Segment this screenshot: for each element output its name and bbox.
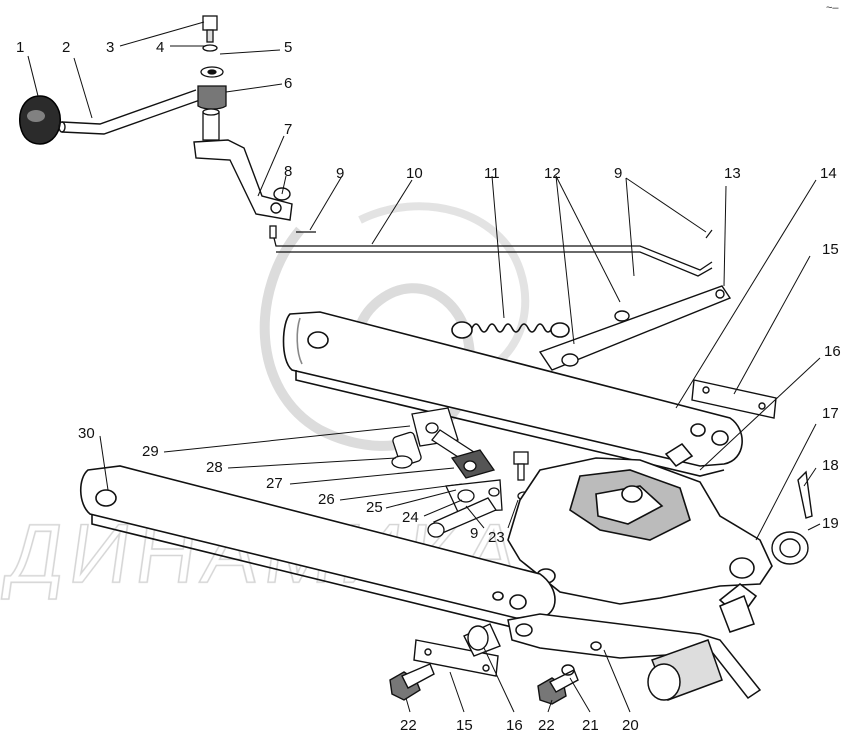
bolt-stack bbox=[197, 15, 227, 141]
callout-1: 1 bbox=[16, 39, 24, 56]
upper-link bbox=[538, 285, 732, 371]
callout-2: 2 bbox=[62, 39, 70, 56]
bottom-clevis bbox=[507, 595, 762, 701]
callout-29: 29 bbox=[142, 443, 159, 460]
callout-16a: 16 bbox=[824, 343, 841, 360]
shift-rod bbox=[269, 225, 713, 277]
small-linkage bbox=[391, 407, 531, 538]
callout-10: 10 bbox=[406, 165, 423, 182]
callout-8: 8 bbox=[284, 163, 292, 180]
callout-9a: 9 bbox=[336, 165, 344, 182]
callout-9c: 9 bbox=[470, 525, 478, 542]
callout-16b: 16 bbox=[506, 717, 523, 734]
spring bbox=[451, 321, 570, 339]
callout-3: 3 bbox=[106, 39, 114, 56]
callout-15a: 15 bbox=[822, 241, 839, 258]
bottom-hardware bbox=[389, 623, 579, 705]
callout-20: 20 bbox=[622, 717, 639, 734]
callout-24: 24 bbox=[402, 509, 419, 526]
callout-25: 25 bbox=[366, 499, 383, 516]
callout-22a: 22 bbox=[400, 717, 417, 734]
callout-17: 17 bbox=[822, 405, 839, 422]
callout-18: 18 bbox=[822, 457, 839, 474]
knob bbox=[19, 95, 61, 145]
callout-22b: 22 bbox=[538, 717, 555, 734]
callout-9b: 9 bbox=[614, 165, 622, 182]
callout-labels: 1 2 3 4 5 6 7 8 9 10 11 12 9 13 14 15 16… bbox=[16, 39, 841, 734]
callout-30: 30 bbox=[78, 425, 95, 442]
callout-14: 14 bbox=[820, 165, 837, 182]
right-hardware bbox=[771, 470, 813, 565]
callout-4: 4 bbox=[156, 39, 164, 56]
plate-upper bbox=[691, 379, 777, 419]
callout-7: 7 bbox=[284, 121, 292, 138]
callout-12: 12 bbox=[544, 165, 561, 182]
callout-11: 11 bbox=[484, 165, 500, 182]
upper-lower-arm bbox=[282, 311, 743, 477]
gear-lever bbox=[58, 89, 201, 135]
callout-5: 5 bbox=[284, 39, 292, 56]
callout-23: 23 bbox=[488, 529, 505, 546]
callout-26: 26 bbox=[318, 491, 335, 508]
callout-13: 13 bbox=[724, 165, 741, 182]
corner-mark: ~– bbox=[826, 2, 839, 14]
shift-bracket bbox=[193, 139, 293, 221]
callout-19: 19 bbox=[822, 515, 839, 532]
callout-28: 28 bbox=[206, 459, 223, 476]
callout-15b: 15 bbox=[456, 717, 473, 734]
leader-lines bbox=[27, 21, 821, 713]
callout-27: 27 bbox=[266, 475, 283, 492]
callout-21: 21 bbox=[582, 717, 599, 734]
callout-6: 6 bbox=[284, 75, 292, 92]
